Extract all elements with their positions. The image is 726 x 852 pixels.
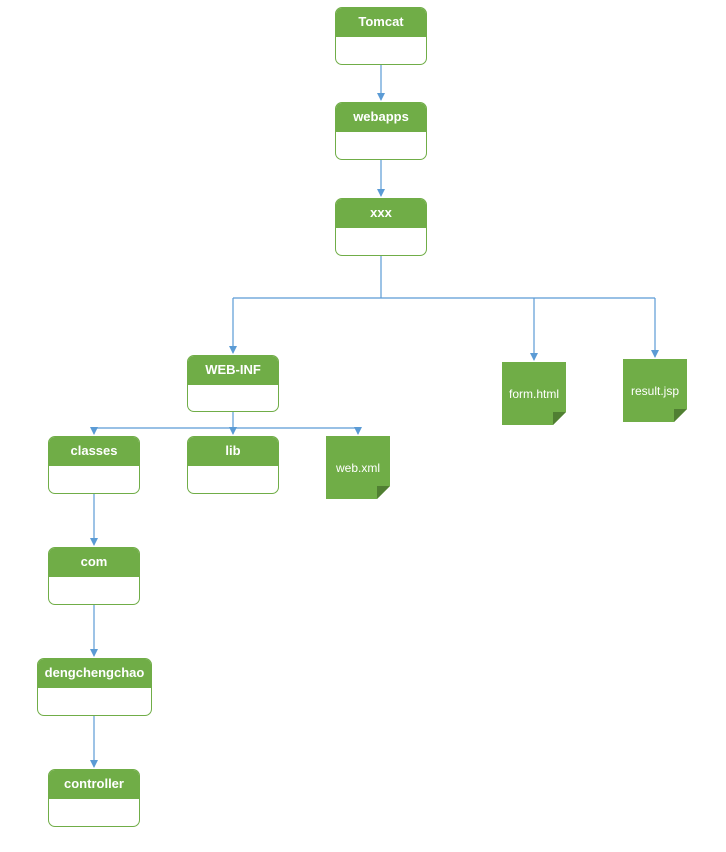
node-webapps: webapps xyxy=(335,102,427,160)
node-xxx: xxx xyxy=(335,198,427,256)
node-xxx-label: xxx xyxy=(336,199,426,228)
node-com-label: com xyxy=(49,548,139,577)
node-webapps-label: webapps xyxy=(336,103,426,132)
file-web-xml-label: web.xml xyxy=(335,460,380,475)
page-fold-icon xyxy=(553,412,566,425)
file-web-xml: web.xml xyxy=(326,436,390,499)
node-dengchengchao: dengchengchao xyxy=(37,658,152,716)
file-result-jsp: result.jsp xyxy=(623,359,687,422)
node-dengchengchao-label: dengchengchao xyxy=(38,659,151,688)
node-tomcat: Tomcat xyxy=(335,7,427,65)
node-classes: classes xyxy=(48,436,140,494)
node-controller: controller xyxy=(48,769,140,827)
page-fold-icon xyxy=(377,486,390,499)
node-tomcat-label: Tomcat xyxy=(336,8,426,37)
node-web-inf: WEB-INF xyxy=(187,355,279,412)
page-fold-icon xyxy=(674,409,687,422)
node-classes-label: classes xyxy=(49,437,139,466)
node-web-inf-label: WEB-INF xyxy=(188,356,278,385)
node-lib-label: lib xyxy=(188,437,278,466)
file-result-jsp-label: result.jsp xyxy=(630,383,680,398)
node-com: com xyxy=(48,547,140,605)
node-controller-label: controller xyxy=(49,770,139,799)
node-lib: lib xyxy=(187,436,279,494)
file-form-html-label: form.html xyxy=(508,386,559,401)
file-form-html: form.html xyxy=(502,362,566,425)
